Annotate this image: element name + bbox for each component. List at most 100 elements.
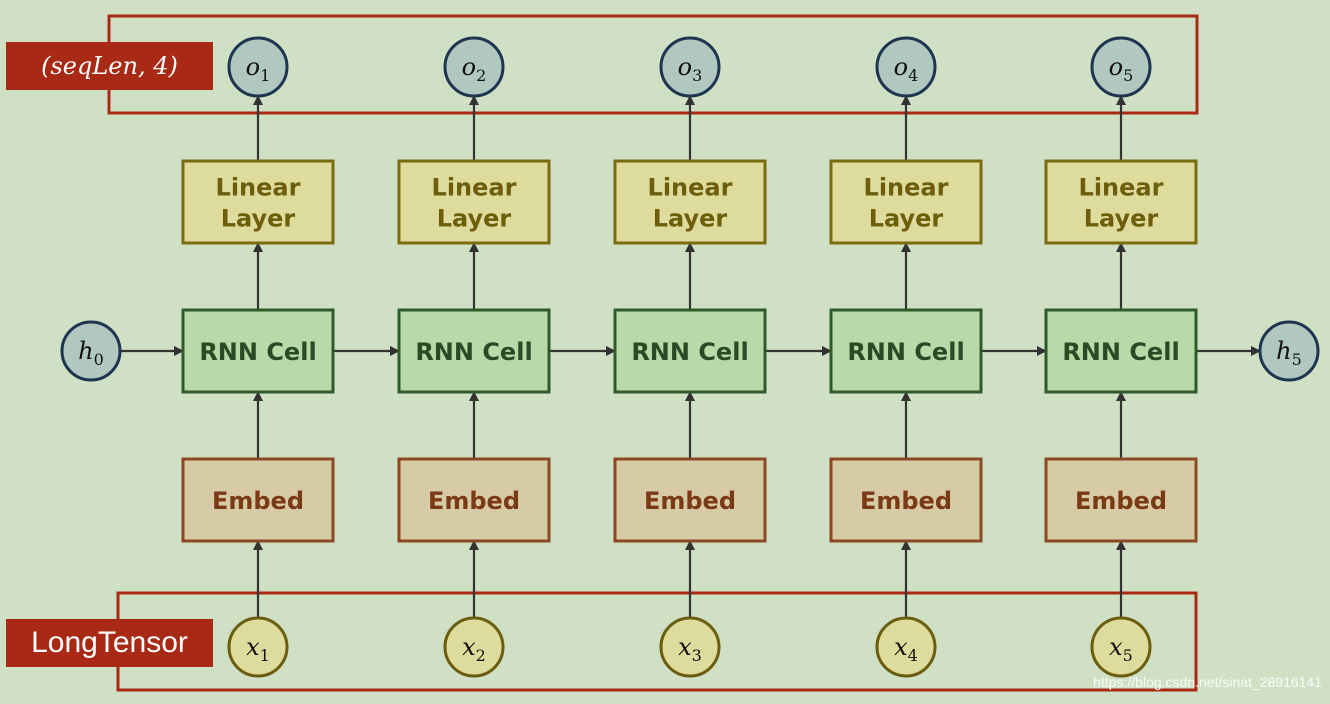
- linear-layer-4-rect: [829, 159, 983, 245]
- linear-layer-5-text: Layer: [1084, 205, 1159, 233]
- embed-box-1-rect: [181, 457, 335, 543]
- output-node-o3: o3: [659, 36, 721, 98]
- linear-layer-5-text: Linear: [1079, 174, 1164, 202]
- output-node-o3-base: o: [678, 53, 692, 81]
- hidden-node-h0: h0: [60, 320, 122, 382]
- input-node-x1-circle: [227, 616, 289, 678]
- linear-layer-1-rect: [181, 159, 335, 245]
- input-node-x4: x4: [875, 616, 937, 678]
- output-node-o1: o1: [227, 36, 289, 98]
- rnn-cell-3-rect: [613, 308, 767, 394]
- rnn-cell-5-rect: [1044, 308, 1198, 394]
- output-node-o5-sub: 5: [1123, 66, 1133, 85]
- linear-layer-3-text: Linear: [648, 174, 733, 202]
- embed-box-2: Embed: [397, 457, 551, 543]
- output-node-o5-label: o5: [1109, 53, 1134, 85]
- linear-layer-4-text: Layer: [869, 205, 944, 233]
- embed-box-1-text: Embed: [212, 487, 304, 515]
- rnn-cell-4-rect: [829, 308, 983, 394]
- hidden-node-h0-circle: [60, 320, 122, 382]
- output-node-o5-base: o: [1109, 53, 1123, 81]
- input-node-x3-label: x3: [678, 633, 702, 665]
- hidden-node-h0-label: h0: [78, 337, 104, 369]
- embed-box-4-text: Embed: [860, 487, 952, 515]
- rnn-cell-2-text: RNN Cell: [415, 338, 532, 366]
- input-node-x3: x3: [659, 616, 721, 678]
- rnn-cell-3-text: RNN Cell: [631, 338, 748, 366]
- hidden-node-h0-base: h: [78, 337, 93, 365]
- watermark: https://blog.csdn.net/sinat_28916141: [1093, 674, 1322, 690]
- output-node-o4-circle: [875, 36, 937, 98]
- rnn-cell-2-rect: [397, 308, 551, 394]
- input-node-x5-circle: [1090, 616, 1152, 678]
- embed-box-5: Embed: [1044, 457, 1198, 543]
- output-group-label: (seqLen, 4): [6, 42, 213, 90]
- input-node-x5-base: x: [1109, 633, 1123, 661]
- linear-layer-3-text: Layer: [653, 205, 728, 233]
- input-node-x1-sub: 1: [260, 646, 270, 665]
- output-node-o2-circle: [443, 36, 505, 98]
- input-node-x4-circle: [875, 616, 937, 678]
- embed-box-3: Embed: [613, 457, 767, 543]
- hidden-node-h5-circle: [1258, 320, 1320, 382]
- linear-layer-2-text: Linear: [432, 174, 517, 202]
- rnn-cell-1-rect: [181, 308, 335, 394]
- hidden-node-h5-base: h: [1276, 337, 1291, 365]
- linear-layer-2-rect: [397, 159, 551, 245]
- rnn-cell-5: RNN Cell: [1044, 308, 1198, 394]
- hidden-node-h5: h5: [1258, 320, 1320, 382]
- output-node-o1-circle: [227, 36, 289, 98]
- embed-box-4: Embed: [829, 457, 983, 543]
- output-node-o2-sub: 2: [476, 66, 486, 85]
- input-node-x5: x5: [1090, 616, 1152, 678]
- linear-layer-5-rect: [1044, 159, 1198, 245]
- linear-layer-4-text: Linear: [864, 174, 949, 202]
- linear-layer-1-text: Linear: [216, 174, 301, 202]
- input-node-x4-base: x: [894, 633, 908, 661]
- hidden-node-h5-sub: 5: [1292, 350, 1302, 369]
- linear-layer-1-text: Layer: [221, 205, 296, 233]
- output-node-o5-circle: [1090, 36, 1152, 98]
- hidden-node-h0-sub: 0: [94, 350, 104, 369]
- output-node-o2-label: o2: [462, 53, 487, 85]
- output-node-o2-base: o: [462, 53, 476, 81]
- rnn-cell-5-text: RNN Cell: [1062, 338, 1179, 366]
- input-node-x5-label: x5: [1109, 633, 1133, 665]
- output-node-o4-label: o4: [894, 53, 919, 85]
- embed-box-2-text: Embed: [428, 487, 520, 515]
- linear-layer-3-rect: [613, 159, 767, 245]
- output-node-o3-label: o3: [678, 53, 703, 85]
- output-node-o5: o5: [1090, 36, 1152, 98]
- embed-box-5-rect: [1044, 457, 1198, 543]
- input-node-x2-circle: [443, 616, 505, 678]
- input-node-x3-circle: [659, 616, 721, 678]
- input-node-x3-base: x: [678, 633, 692, 661]
- input-node-x1-label: x1: [246, 633, 270, 665]
- embed-box-2-rect: [397, 457, 551, 543]
- input-node-x3-sub: 3: [692, 646, 702, 665]
- rnn-cell-1: RNN Cell: [181, 308, 335, 394]
- output-node-o4: o4: [875, 36, 937, 98]
- input-node-x1: x1: [227, 616, 289, 678]
- output-node-o1-label: o1: [246, 53, 271, 85]
- output-node-o1-sub: 1: [260, 66, 270, 85]
- linear-layer-2-text: Layer: [437, 205, 512, 233]
- embed-box-5-text: Embed: [1075, 487, 1167, 515]
- embed-box-3-text: Embed: [644, 487, 736, 515]
- output-node-o1-base: o: [246, 53, 260, 81]
- input-node-x2: x2: [443, 616, 505, 678]
- input-node-x4-sub: 4: [908, 646, 918, 665]
- input-node-x2-base: x: [462, 633, 476, 661]
- rnn-cell-4-text: RNN Cell: [847, 338, 964, 366]
- input-node-x1-base: x: [246, 633, 260, 661]
- embed-box-1: Embed: [181, 457, 335, 543]
- hidden-node-h5-label: h5: [1276, 337, 1302, 369]
- rnn-cell-1-text: RNN Cell: [199, 338, 316, 366]
- rnn-cell-4: RNN Cell: [829, 308, 983, 394]
- rnn-cell-3: RNN Cell: [613, 308, 767, 394]
